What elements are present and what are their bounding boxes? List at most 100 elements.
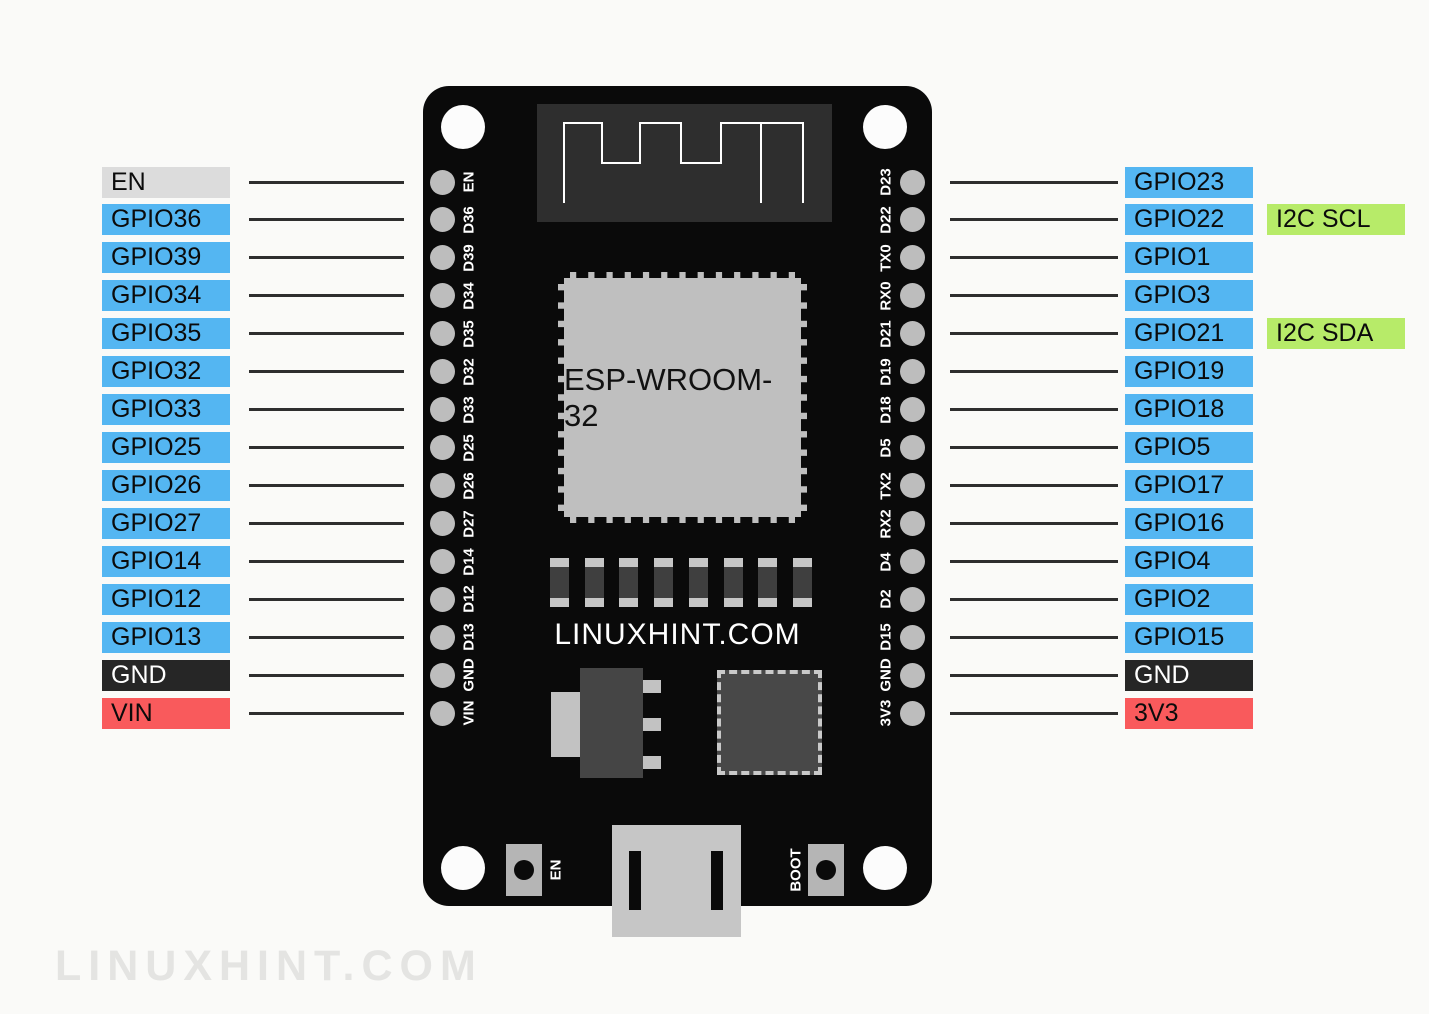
smd-component	[584, 558, 604, 607]
silk-label-EN: EN	[460, 171, 478, 193]
smd-component	[758, 558, 778, 607]
boot-button-label: BOOT	[787, 848, 805, 892]
connector-line	[950, 294, 1118, 298]
connector-line	[249, 560, 404, 563]
connector-line	[950, 560, 1118, 563]
pin-badge-GPIO27: GPIO27	[102, 508, 230, 540]
silk-label-D26: D26	[460, 471, 478, 500]
pin-badge-EN: EN	[102, 166, 230, 198]
connector-line	[249, 218, 404, 222]
regulator-tab	[551, 692, 580, 757]
mount-hole-top-right	[863, 105, 907, 149]
pin-hole-D23[interactable]	[900, 169, 925, 195]
silk-label-D22: D22	[877, 206, 895, 234]
silk-label-D14: D14	[460, 547, 478, 576]
pin-hole-D14[interactable]	[430, 549, 455, 574]
pin-hole-D39[interactable]	[430, 245, 455, 271]
boot-button[interactable]	[808, 844, 844, 896]
silk-label-3V3: 3V3	[877, 699, 895, 727]
silk-label-D39: D39	[460, 244, 478, 272]
pin-hole-D4[interactable]	[900, 549, 925, 574]
silk-label-D12: D12	[460, 585, 478, 614]
pin-badge-GPIO22: GPIO22	[1125, 204, 1253, 236]
silk-label-D19: D19	[877, 357, 895, 386]
smd-component	[723, 558, 743, 607]
silk-label-D4: D4	[877, 551, 895, 572]
pin-hole-TX2[interactable]	[900, 473, 925, 499]
mount-hole-bottom-right	[863, 846, 907, 890]
pin-hole-D27[interactable]	[430, 511, 455, 537]
silk-label-D23: D23	[877, 168, 895, 196]
pin-badge-3V3: 3V3	[1125, 697, 1253, 729]
pin-hole-D15[interactable]	[900, 624, 925, 650]
pin-hole-D2[interactable]	[900, 586, 925, 612]
usb-slot	[711, 851, 723, 910]
pin-badge-GPIO17: GPIO17	[1125, 470, 1253, 502]
pin-hole-D12[interactable]	[430, 586, 455, 612]
pin-hole-D33[interactable]	[430, 397, 455, 423]
silk-label-VIN: VIN	[460, 700, 478, 726]
pin-hole-D21[interactable]	[900, 321, 925, 347]
smd-component	[619, 558, 639, 607]
pin-badge-GPIO19: GPIO19	[1125, 356, 1253, 388]
connector-line	[249, 256, 404, 260]
usb-slot	[629, 851, 641, 910]
pin-hole-D36[interactable]	[430, 207, 455, 233]
pin-badge-GPIO33: GPIO33	[102, 394, 230, 426]
connector-line	[249, 408, 404, 412]
en-button[interactable]	[506, 844, 542, 896]
pin-hole-D25[interactable]	[430, 435, 455, 461]
connector-line	[950, 635, 1118, 639]
connector-line	[249, 332, 404, 336]
pin-hole-D26[interactable]	[430, 473, 455, 499]
pin-hole-VIN[interactable]	[430, 700, 455, 726]
pin-badge-GPIO21: GPIO21	[1125, 318, 1253, 350]
connector-line	[249, 484, 404, 488]
pin-badge-GND: GND	[1125, 659, 1253, 691]
pin-hole-RX2[interactable]	[900, 511, 925, 537]
pin-hole-D19[interactable]	[900, 359, 925, 385]
regulator-pin	[643, 680, 661, 693]
pin-hole-TX0[interactable]	[900, 245, 925, 271]
pin-hole-GND[interactable]	[430, 662, 455, 688]
silk-label-D25: D25	[460, 433, 478, 462]
pin-badge-GPIO13: GPIO13	[102, 621, 230, 653]
silk-label-RX0: RX0	[877, 281, 895, 311]
en-button-label: EN	[547, 859, 565, 881]
silk-label-D5: D5	[877, 438, 895, 458]
pin-hole-D13[interactable]	[430, 624, 455, 650]
pin-badge-GPIO4: GPIO4	[1125, 546, 1253, 577]
pin-hole-RX0[interactable]	[900, 283, 925, 309]
pin-hole-EN[interactable]	[430, 169, 455, 195]
boot-button-cap	[816, 860, 836, 880]
pin-hole-D5[interactable]	[900, 435, 925, 461]
pin-badge-GPIO36: GPIO36	[102, 204, 230, 236]
en-button-cap	[514, 860, 534, 880]
pin-badge-GPIO39: GPIO39	[102, 242, 230, 274]
connector-line	[950, 256, 1118, 260]
connector-line	[249, 635, 404, 639]
silk-label-D2: D2	[877, 589, 895, 610]
pin-hole-D18[interactable]	[900, 397, 925, 423]
silk-label-D36: D36	[460, 206, 478, 234]
watermark: LINUXHINT.COM	[55, 942, 483, 990]
pin-hole-D32[interactable]	[430, 359, 455, 385]
smd-component	[654, 558, 674, 607]
connector-line	[950, 522, 1118, 526]
pin-badge-VIN: VIN	[102, 697, 230, 729]
pin-badge-GPIO34: GPIO34	[102, 280, 230, 312]
connector-line	[950, 446, 1118, 450]
pin-hole-D34[interactable]	[430, 283, 455, 309]
connector-line	[249, 673, 404, 677]
pin-hole-3V3[interactable]	[900, 700, 925, 726]
pin-hole-D35[interactable]	[430, 321, 455, 347]
silk-label-D13: D13	[460, 623, 478, 652]
silk-label-D21: D21	[877, 320, 895, 348]
connector-line	[950, 180, 1118, 184]
pin-hole-GND[interactable]	[900, 662, 925, 688]
silk-label-D33: D33	[460, 395, 478, 424]
silkscreen-brand: LINUXHINT.COM	[554, 618, 801, 651]
smd-component	[688, 558, 708, 607]
pin-hole-D22[interactable]	[900, 207, 925, 233]
connector-line	[950, 673, 1118, 677]
